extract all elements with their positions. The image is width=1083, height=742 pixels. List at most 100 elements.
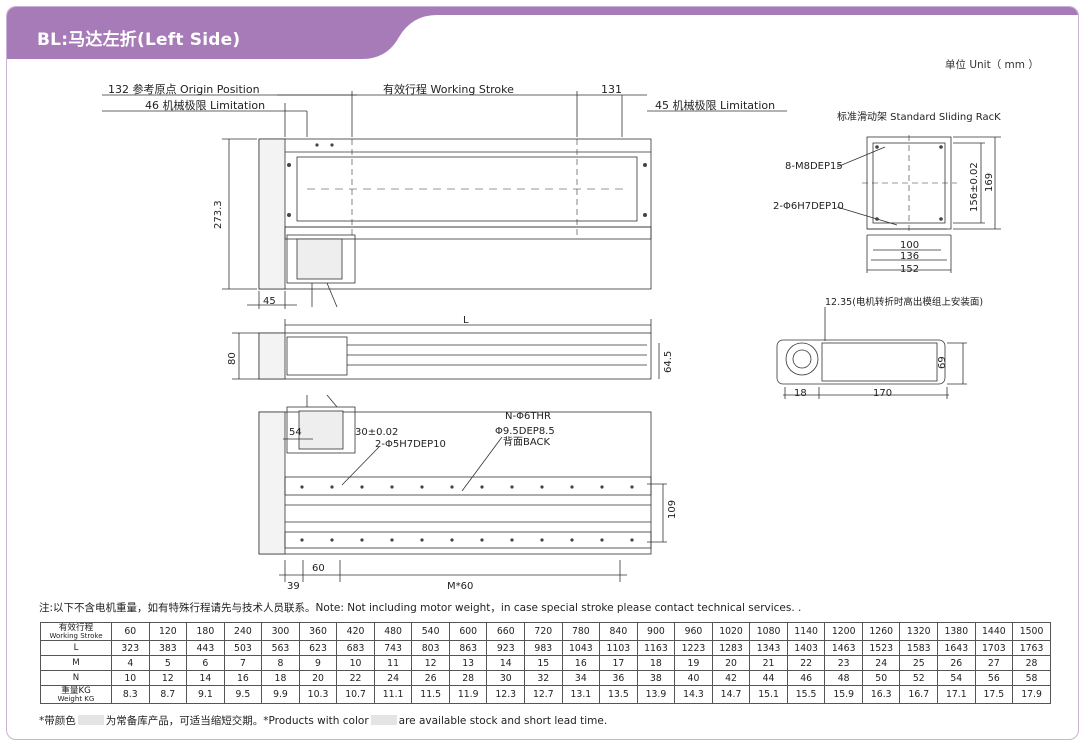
table-cell: 1343 (749, 640, 788, 656)
thread-label: N-Φ6THR (505, 411, 551, 422)
footnote-part2: 为常备库产品，可适当缩短交期。*Products with color (105, 715, 369, 727)
table-cell: 683 (336, 640, 375, 656)
table-cell: 923 (486, 640, 526, 656)
table-cell: 1703 (974, 640, 1014, 656)
table-cell: 1403 (786, 640, 826, 656)
table-cell: 16.7 (899, 685, 939, 704)
table-cell: 12.7 (524, 685, 563, 704)
back-label: 背面BACK (503, 435, 551, 448)
table-cell: 10 (336, 655, 375, 671)
dim-39: 39 (287, 581, 300, 592)
dim-L: L (463, 315, 469, 326)
dim-69: 69 (937, 356, 948, 369)
table-cell: 22 (336, 670, 375, 686)
table-cell: 1043 (561, 640, 601, 656)
table-cell: 900 (636, 622, 676, 641)
footnote-part1: *带颜色 (39, 715, 76, 727)
table-cell: 1020 (711, 622, 751, 641)
end-view-note: 12.35(电机转折时高出模组上安装面) (825, 296, 983, 308)
table-cell: 15.5 (786, 685, 826, 704)
table-cell: 8.3 (111, 685, 150, 704)
table-cell: 14 (186, 670, 225, 686)
table-cell: 34 (561, 670, 601, 686)
table-cell: 360 (298, 622, 338, 641)
table-cell: 22 (786, 655, 826, 671)
table-cell: 10.7 (336, 685, 375, 704)
slider-pin-holes: 2-Φ6H7DEP10 (773, 201, 844, 212)
table-cell: 4 (111, 655, 150, 671)
dim-109: 109 (667, 500, 678, 519)
table-cell: 28 (1012, 655, 1051, 671)
table-cell: 44 (749, 670, 788, 686)
dim-30: 30±0.02 (355, 427, 398, 438)
table-cell: 840 (599, 622, 638, 641)
table-cell: 1523 (861, 640, 901, 656)
dim-64: 64.5 (663, 351, 674, 373)
dim-54: 54 (289, 427, 302, 438)
table-cell: 1260 (861, 622, 901, 641)
table-cell: 19 (674, 655, 713, 671)
table-cell: 120 (148, 622, 188, 641)
table-cell: 1163 (636, 640, 676, 656)
row-header: M (40, 655, 112, 671)
table-cell: 11.1 (373, 685, 413, 704)
table-cell: 15.1 (749, 685, 788, 704)
table-cell: 1643 (937, 640, 976, 656)
page-frame: BL:马达左折(Left Side) 单位 Unit（ mm ） (6, 6, 1079, 740)
counterbore-label: Φ9.5DEP8.5 (495, 426, 555, 437)
table-cell: 42 (711, 670, 751, 686)
table-cell: 54 (937, 670, 976, 686)
table-cell: 1500 (1012, 622, 1051, 641)
page-title: BL:马达左折(Left Side) (37, 30, 241, 50)
table-cell: 420 (336, 622, 375, 641)
table-cell: 180 (186, 622, 225, 641)
table-cell: 26 (937, 655, 976, 671)
slider-title: 标准滑动架 Standard Sliding RacK (837, 111, 1001, 123)
table-cell: 383 (148, 640, 188, 656)
table-cell: 24 (373, 670, 413, 686)
table-cell: 5 (148, 655, 188, 671)
table-cell: 1463 (824, 640, 863, 656)
table-cell: 17.9 (1012, 685, 1051, 704)
table-cell: 50 (861, 670, 901, 686)
table-cell: 8.7 (148, 685, 188, 704)
stock-color-swatch-2 (370, 715, 397, 725)
table-cell: 9.1 (186, 685, 225, 704)
table-cell: 30 (486, 670, 526, 686)
table-cell: 7 (223, 655, 263, 671)
table-cell: 623 (298, 640, 338, 656)
dim-60: 60 (312, 563, 325, 574)
slider-screw-holes: 8-M8DEP15 (785, 161, 843, 172)
table-cell: 960 (674, 622, 713, 641)
table-cell: 240 (223, 622, 263, 641)
table-cell: 32 (524, 670, 563, 686)
dim-170: 170 (873, 388, 892, 399)
table-cell: 40 (674, 670, 713, 686)
dim-100: 100 (900, 240, 919, 251)
table-cell: 1283 (711, 640, 751, 656)
table-cell: 8 (261, 655, 300, 671)
table-cell: 600 (448, 622, 488, 641)
table-cell: 9.5 (223, 685, 263, 704)
table-cell: 1200 (824, 622, 863, 641)
limitation-left-label: 46 机械极限 Limitation (145, 98, 265, 112)
technical-drawing: 132 参考原点 Origin Position 46 机械极限 Limitat… (102, 82, 1001, 592)
table-cell: 17.5 (974, 685, 1014, 704)
table-cell: 20 (298, 670, 338, 686)
table-cell: 1380 (937, 622, 976, 641)
table-cell: 660 (486, 622, 526, 641)
table-cell: 1223 (674, 640, 713, 656)
table-cell: 480 (373, 622, 413, 641)
bottom-pin-holes: 2-Φ5H7DEP10 (375, 439, 446, 450)
table-cell: 1140 (786, 622, 826, 641)
table-cell: 720 (524, 622, 563, 641)
side-view-body (258, 332, 652, 380)
table-cell: 10 (111, 670, 150, 686)
table-cell: 12.3 (486, 685, 526, 704)
end-view-body (776, 339, 946, 385)
table-cell: 803 (411, 640, 450, 656)
table-cell: 11 (373, 655, 413, 671)
